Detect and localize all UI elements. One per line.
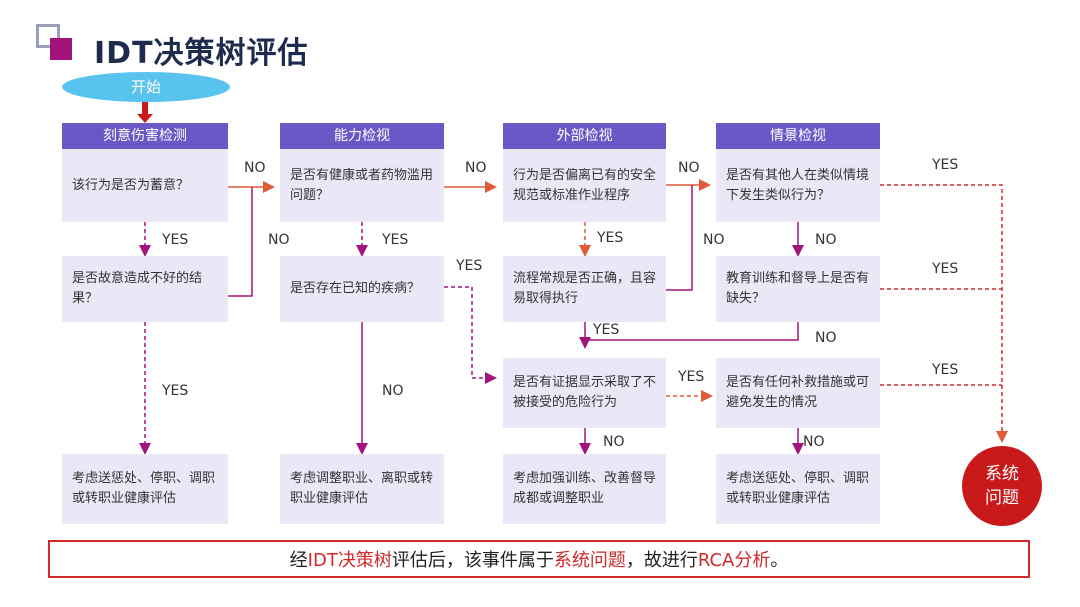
page-title: IDT决策树评估 — [94, 36, 309, 71]
label-yes: YES — [162, 232, 189, 248]
header-capability-review: 能力检视 — [280, 123, 444, 149]
label-no: NO — [703, 232, 725, 248]
label-yes: YES — [678, 369, 705, 385]
box-outcome-discipline-2: 考虑送惩处、停职、调职或转职业健康评估 — [716, 454, 880, 524]
label-yes: YES — [593, 322, 620, 338]
conclusion-highlight-idt: IDT决策树 — [307, 550, 392, 571]
conclusion-text: 。 — [770, 550, 789, 571]
label-yes: YES — [162, 383, 189, 399]
header-external-review: 外部检视 — [503, 123, 666, 149]
start-node: 开始 — [62, 72, 230, 102]
label-no: NO — [465, 160, 487, 176]
title-logo-icon — [36, 24, 72, 62]
box-process-correct: 流程常规是否正确，且容易取得执行 — [503, 256, 666, 322]
label-yes: YES — [932, 261, 959, 277]
conclusion-text: 评估后，该事件属于 — [391, 550, 554, 571]
label-no: NO — [244, 160, 266, 176]
box-outcome-training: 考虑加强训练、改善督导成都或调整职业 — [503, 454, 666, 524]
label-yes: YES — [932, 157, 959, 173]
box-deviation-sop: 行为是否偏离已有的安全规范或标准作业程序 — [503, 149, 666, 222]
label-no: NO — [603, 434, 625, 450]
box-others-similar: 是否有其他人在类似情境下发生类似行为？ — [716, 149, 880, 222]
label-no: NO — [268, 232, 290, 248]
box-risky-behavior: 是否有证据显示采取了不被接受的危险行为 — [503, 358, 666, 428]
label-no: NO — [382, 383, 404, 399]
label-yes: YES — [597, 230, 624, 246]
label-yes: YES — [456, 258, 483, 274]
box-training-gap: 教育训练和督导上是否有缺失？ — [716, 256, 880, 322]
box-remedial-measures: 是否有任何补救措施或可避免发生的情况 — [716, 358, 880, 428]
box-outcome-adjust-job: 考虑调整职业、离职或转职业健康评估 — [280, 454, 444, 524]
system-issue-label: 系统问题 — [985, 464, 1019, 508]
box-intentional-harm: 是否故意造成不好的结果？ — [62, 256, 228, 322]
conclusion-highlight-rca: RCA分析 — [697, 550, 771, 571]
system-issue-node: 系统问题 — [962, 446, 1042, 526]
header-intent-check: 刻意伤害检测 — [62, 123, 228, 149]
label-no: NO — [678, 160, 700, 176]
label-yes: YES — [382, 232, 409, 248]
conclusion-highlight-system: 系统问题 — [553, 550, 626, 571]
box-health-substance: 是否有健康或者药物滥用问题？ — [280, 149, 444, 222]
box-intentional-act: 该行为是否为蓄意？ — [62, 149, 228, 222]
conclusion-text: ，故进行 — [625, 550, 698, 571]
label-no: NO — [815, 232, 837, 248]
label-yes: YES — [932, 362, 959, 378]
box-known-illness: 是否存在已知的疾病？ — [280, 256, 444, 322]
header-scenario-review: 情景检视 — [716, 123, 880, 149]
conclusion-text: 经 — [289, 550, 308, 571]
label-no: NO — [803, 434, 825, 450]
label-no: NO — [815, 330, 837, 346]
box-outcome-discipline-1: 考虑送惩处、停职、调职或转职业健康评估 — [62, 454, 228, 524]
